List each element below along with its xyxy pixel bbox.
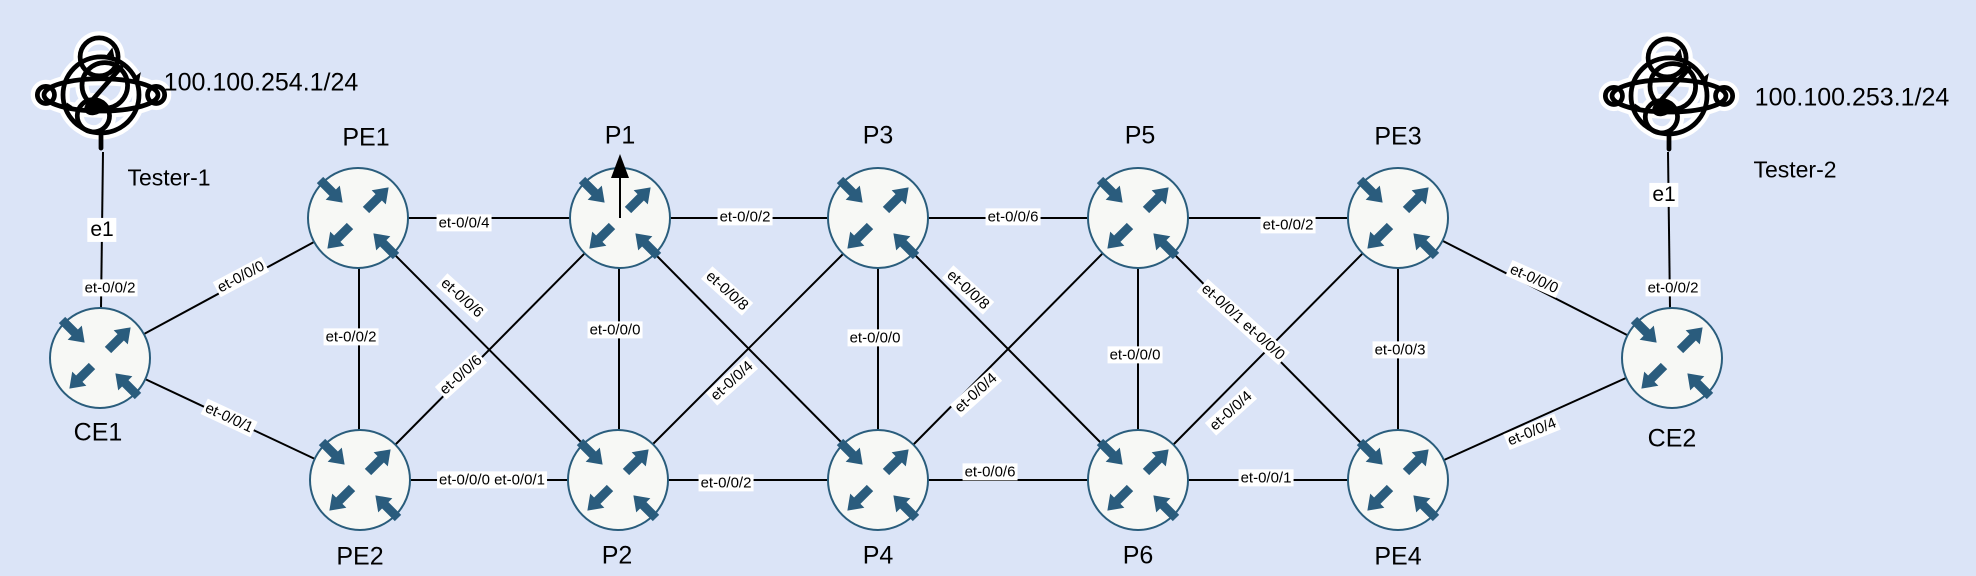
node-pe3[interactable]	[1347, 167, 1449, 269]
node-p3[interactable]	[827, 167, 929, 269]
node-pe2[interactable]	[309, 429, 411, 531]
link-pe2-p1	[394, 252, 586, 446]
label-p4: P4	[862, 541, 894, 570]
tester2-port: e1	[1649, 182, 1679, 208]
node-ce2[interactable]	[1621, 307, 1723, 409]
iface-pe1-p1: et-0/0/4	[436, 214, 492, 232]
link-pe4-ce2	[1443, 377, 1627, 461]
link-p4-p5	[912, 252, 1104, 446]
tester1-ip: 100.100.254.1/24	[163, 68, 359, 97]
label-p2: P2	[601, 541, 633, 570]
iface-p2-p4: et-0/0/2	[698, 474, 754, 492]
node-p2[interactable]	[567, 429, 669, 531]
label-pe3: PE3	[1374, 122, 1422, 151]
node-p4[interactable]	[827, 429, 929, 531]
link-pe1-p2	[392, 252, 584, 445]
p1-up-arrow	[611, 154, 629, 218]
iface-pe3-pe4: et-0/0/3	[1372, 341, 1428, 359]
label-p1: P1	[604, 121, 636, 150]
iface-p1-p3: et-0/0/2	[717, 208, 773, 226]
iface-p6-pe4: et-0/0/1	[1238, 469, 1294, 487]
label-pe2: PE2	[336, 542, 384, 571]
node-p5[interactable]	[1087, 167, 1189, 269]
nodes-layer	[37, 38, 1732, 531]
label-p6: P6	[1122, 541, 1154, 570]
iface-p5-p6: et-0/0/0	[1107, 346, 1163, 364]
label-p5: P5	[1124, 121, 1156, 150]
tester-1-icon[interactable]	[37, 38, 164, 148]
iface-p3-p5: et-0/0/6	[985, 208, 1041, 226]
node-pe4[interactable]	[1347, 429, 1449, 531]
iface-ce1-tester1: et-0/0/2	[82, 279, 138, 297]
tester1-label: Tester-1	[127, 164, 211, 191]
label-ce2: CE2	[1647, 424, 1697, 453]
tester-2-icon[interactable]	[1605, 39, 1732, 149]
tester1-port: e1	[87, 217, 117, 243]
iface-p4-p6: et-0/0/6	[962, 463, 1018, 481]
link-p2-p3	[652, 253, 844, 445]
node-pe1[interactable]	[307, 167, 409, 269]
node-p6[interactable]	[1087, 429, 1189, 531]
iface-p5-pe3: et-0/0/2	[1260, 216, 1316, 234]
tester2-ip: 100.100.253.1/24	[1754, 83, 1950, 112]
iface-p3-p4: et-0/0/0	[847, 329, 903, 347]
label-pe1: PE1	[342, 123, 390, 152]
label-p3: P3	[862, 121, 894, 150]
iface-ce2-tester2: et-0/0/2	[1645, 279, 1701, 297]
iface-p1-p2: et-0/0/0	[587, 321, 643, 339]
tester2-label: Tester-2	[1753, 156, 1837, 183]
label-ce1: CE1	[73, 418, 123, 447]
iface-pe2-p2: et-0/0/0 et-0/0/1	[437, 471, 547, 489]
iface-pe1-pe2: et-0/0/2	[323, 328, 379, 346]
label-pe4: PE4	[1374, 542, 1422, 571]
node-ce1[interactable]	[49, 307, 151, 409]
